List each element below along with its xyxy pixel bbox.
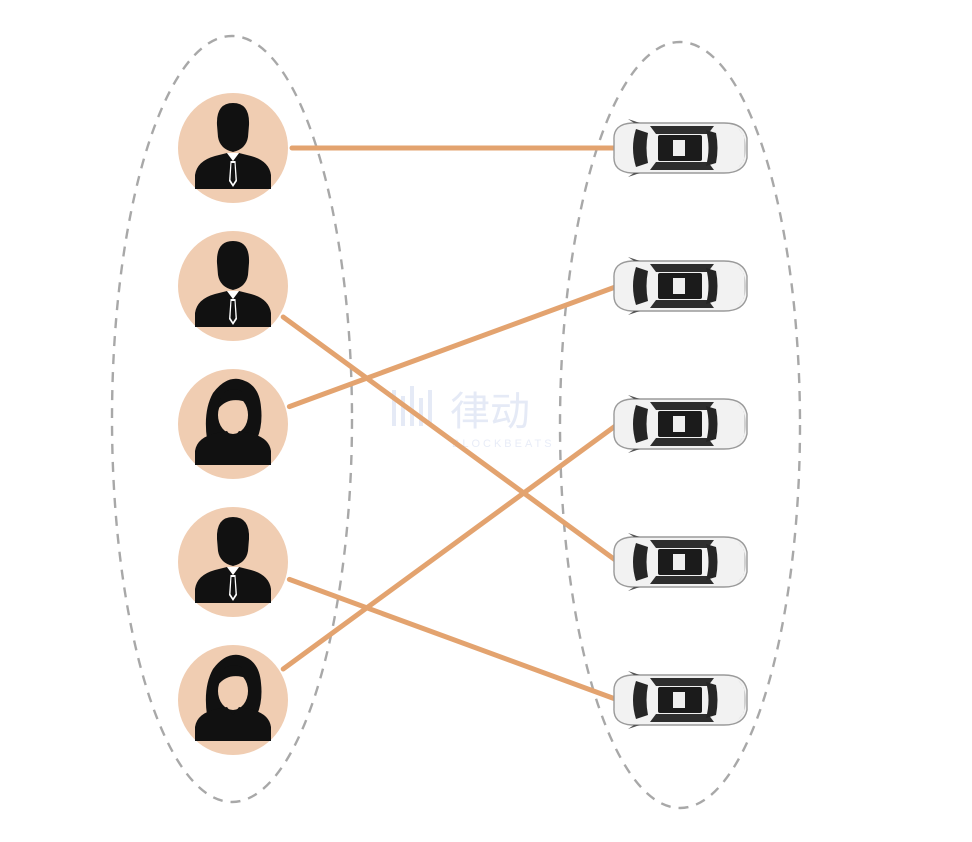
car-icon [613, 533, 748, 591]
car-icon [613, 395, 748, 453]
connector-line [280, 314, 621, 565]
person-node [178, 645, 288, 755]
person-node [178, 93, 288, 203]
car-icon [613, 671, 748, 729]
watermark-subtext: BLOCKBEATS [452, 438, 555, 450]
watermark-logo-icon [392, 386, 432, 426]
connector-line [286, 283, 621, 410]
connector-line [286, 576, 621, 703]
people-column [178, 93, 288, 755]
person-node [178, 231, 288, 341]
car-icon [613, 119, 748, 177]
connector-line [280, 421, 621, 672]
connector-lines [280, 145, 621, 703]
cars-group-outline [558, 40, 802, 810]
car-icon [613, 257, 748, 315]
cars-column [613, 119, 748, 729]
person-node [178, 369, 288, 479]
person-node [178, 507, 288, 617]
watermark-text: 律动 [450, 389, 530, 435]
people-group-outline [110, 34, 354, 804]
watermark: 律动 BLOCKBEATS [392, 386, 555, 450]
